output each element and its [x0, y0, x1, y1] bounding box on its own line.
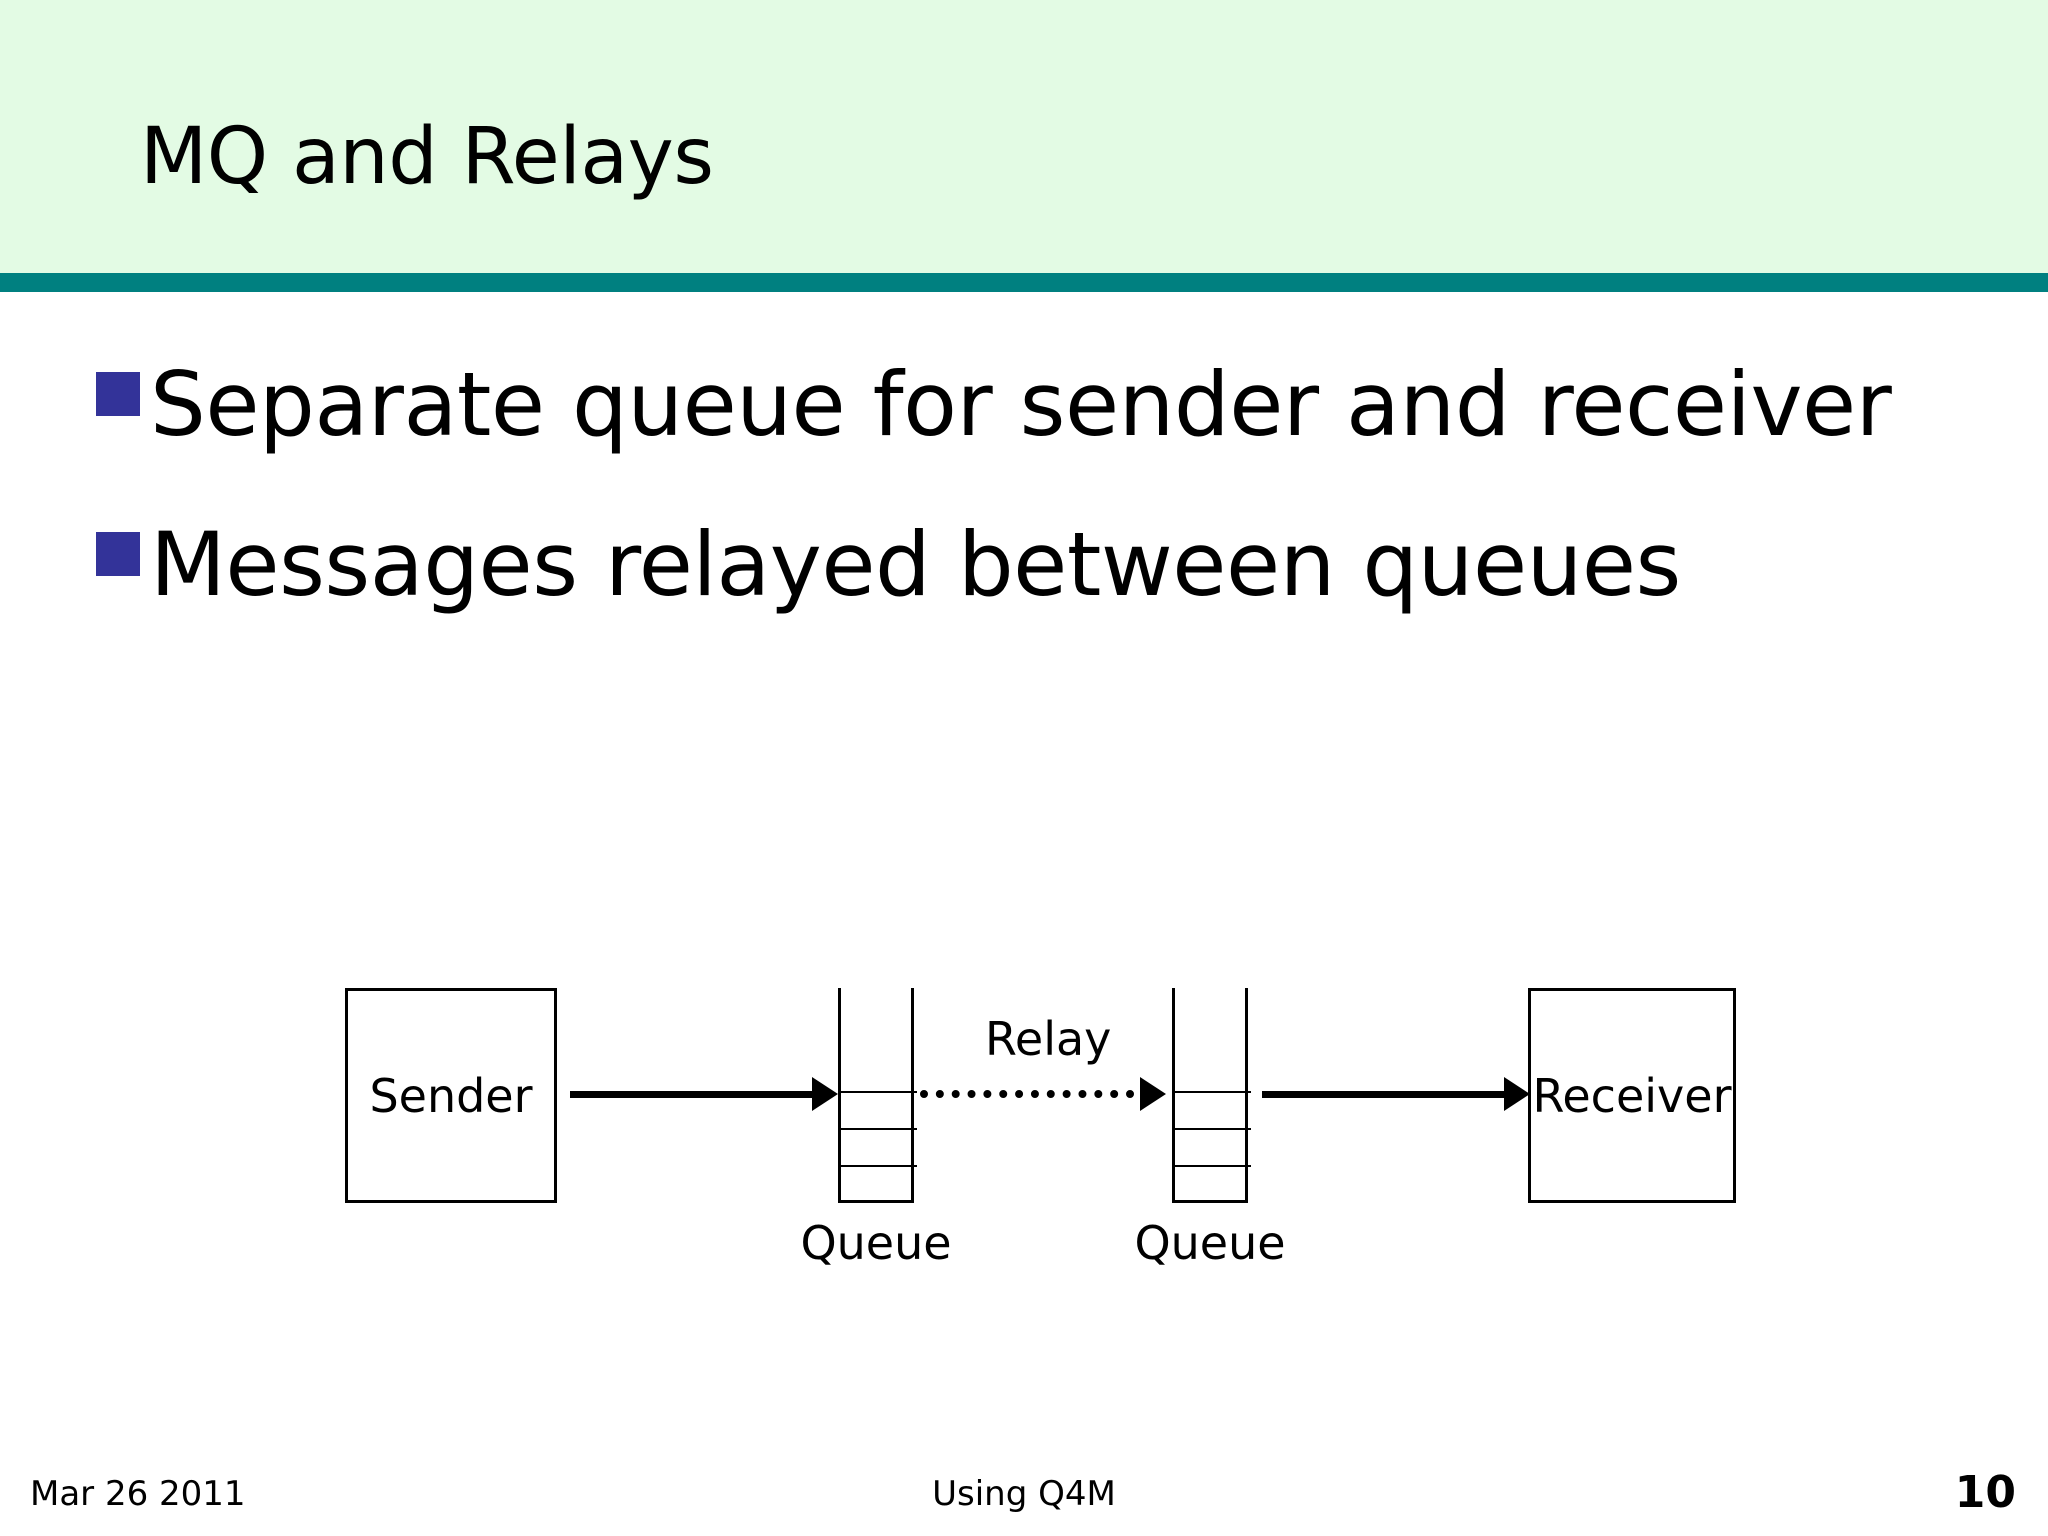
queue-left-label: Queue — [800, 1216, 952, 1270]
relay-dotted-line — [920, 1090, 1150, 1098]
bullet-text: Separate queue for sender and receiver — [150, 353, 1892, 456]
queue-cell-divider — [1175, 1091, 1251, 1093]
relay-arrow-head-icon — [1140, 1077, 1166, 1111]
arrow-queue-to-receiver-head-icon — [1504, 1077, 1530, 1111]
relay-label: Relay — [985, 1012, 1112, 1066]
queue-cell-divider — [1175, 1165, 1251, 1167]
bullet-list: Separate queue for sender and receiver M… — [96, 330, 1996, 650]
arrow-sender-to-queue-line — [570, 1091, 820, 1098]
queue-cell-divider — [841, 1128, 917, 1130]
list-item: Messages relayed between queues — [96, 490, 1996, 640]
mq-relay-diagram: Sender Queue Relay Queue Recei — [0, 960, 2048, 1320]
title-divider-rule — [0, 273, 2048, 292]
footer-date: Mar 26 2011 — [30, 1474, 246, 1514]
diagram-node-queue-right: Queue — [1134, 988, 1286, 1270]
queue-shell — [838, 988, 917, 1203]
list-item: Separate queue for sender and receiver — [96, 330, 1996, 480]
queue-shell — [1172, 988, 1251, 1203]
arrow-queue-to-receiver-line — [1262, 1091, 1512, 1098]
slide-header-band — [0, 0, 2048, 273]
queue-cell-divider — [1175, 1128, 1251, 1130]
page-title: MQ and Relays — [140, 112, 714, 202]
sender-label: Sender — [369, 1068, 533, 1123]
diagram-node-queue-left: Queue — [800, 988, 952, 1270]
square-bullet-icon — [96, 372, 140, 416]
square-bullet-icon — [96, 532, 140, 576]
diagram-node-sender: Sender — [345, 988, 557, 1203]
receiver-label: Receiver — [1532, 1068, 1732, 1123]
footer-page-number: 10 — [1954, 1467, 2016, 1518]
arrow-sender-to-queue-head-icon — [812, 1077, 838, 1111]
queue-cell-divider — [841, 1091, 917, 1093]
footer-title: Using Q4M — [932, 1474, 1116, 1514]
diagram-node-receiver: Receiver — [1528, 988, 1736, 1203]
bullet-text: Messages relayed between queues — [150, 513, 1681, 616]
queue-right-label: Queue — [1134, 1216, 1286, 1270]
queue-cell-divider — [841, 1165, 917, 1167]
